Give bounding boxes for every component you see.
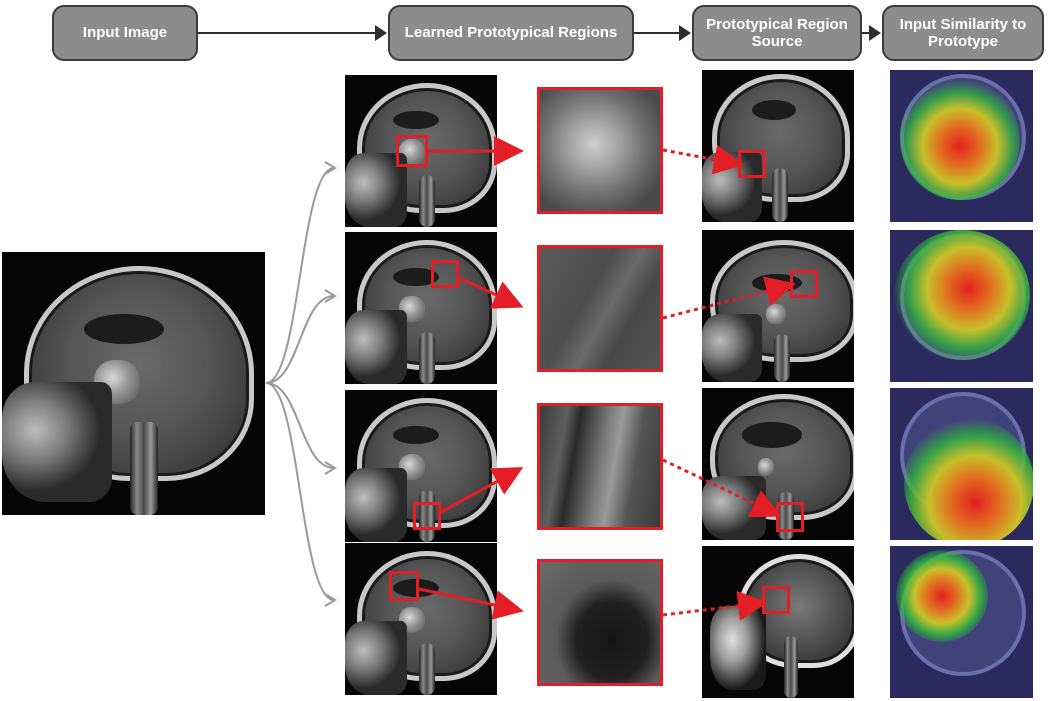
header-learned-regions-label: Learned Prototypical Regions bbox=[404, 24, 618, 42]
header-input-similarity-label: Input Similarity to Prototype bbox=[899, 15, 1027, 50]
row1-zoom-crop bbox=[537, 87, 663, 214]
header-arrow-2 bbox=[634, 25, 691, 41]
header-learned-regions: Learned Prototypical Regions bbox=[388, 5, 634, 61]
row1-region-box bbox=[396, 135, 428, 167]
row2-similarity-heatmap bbox=[890, 230, 1033, 382]
row1-similarity-heatmap bbox=[890, 70, 1033, 222]
row3-zoom-crop bbox=[537, 403, 663, 530]
branch-to-row-1 bbox=[265, 167, 335, 384]
row4-input-thumb bbox=[345, 543, 497, 695]
row2-input-thumb bbox=[345, 232, 497, 384]
header-input-similarity: Input Similarity to Prototype bbox=[882, 5, 1044, 61]
row3-source-image bbox=[702, 388, 854, 540]
header-input-image: Input Image bbox=[52, 5, 198, 61]
input-mri-image bbox=[2, 252, 265, 515]
header-region-source-label: Prototypical Region Source bbox=[706, 15, 848, 50]
branch-to-row-3 bbox=[265, 382, 335, 469]
row3-similarity-heatmap bbox=[890, 388, 1033, 540]
row4-similarity-heatmap bbox=[890, 546, 1033, 698]
row2-region-box bbox=[431, 260, 459, 288]
row4-region-box bbox=[389, 571, 419, 601]
row3-region-box bbox=[413, 502, 441, 530]
header-arrow-1 bbox=[198, 25, 387, 41]
header-region-source: Prototypical Region Source bbox=[692, 5, 862, 61]
header-arrow-3 bbox=[862, 25, 881, 41]
row1-dotted-arrow bbox=[662, 144, 744, 175]
branch-to-row-2 bbox=[265, 295, 335, 384]
row3-input-thumb bbox=[345, 390, 497, 542]
header-input-image-label: Input Image bbox=[82, 24, 168, 42]
row3-dotted-arrow bbox=[662, 458, 782, 518]
row3-solid-arrow bbox=[440, 467, 524, 514]
row2-solid-arrow bbox=[458, 276, 524, 309]
row2-zoom-crop bbox=[537, 245, 663, 372]
row4-zoom-crop bbox=[537, 559, 663, 686]
row4-solid-arrow bbox=[418, 587, 524, 620]
row2-dotted-arrow bbox=[662, 276, 796, 320]
branch-to-row-4 bbox=[265, 382, 335, 601]
row4-dotted-arrow bbox=[662, 590, 768, 621]
